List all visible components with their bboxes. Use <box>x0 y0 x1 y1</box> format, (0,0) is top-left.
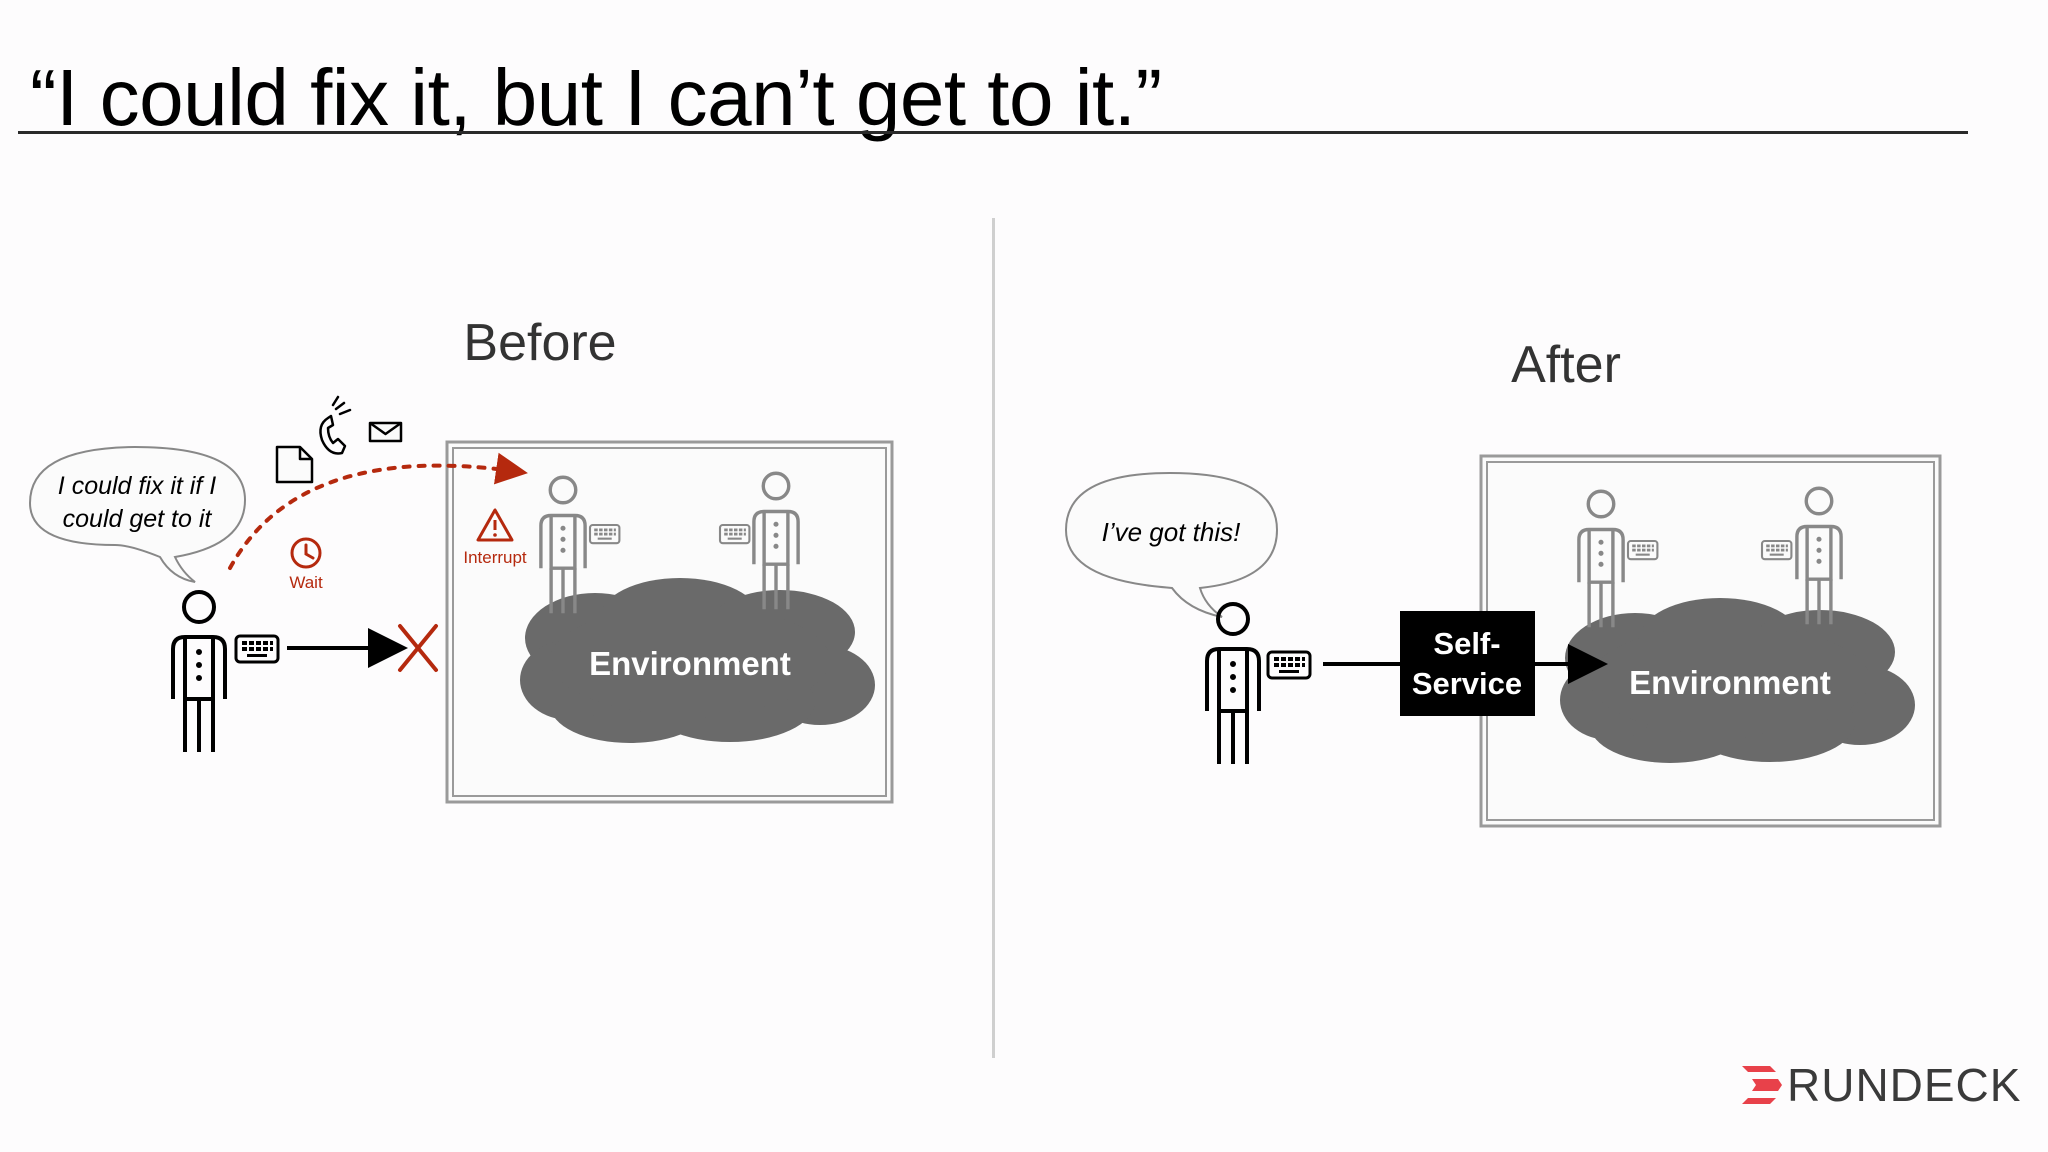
before-developer-icon <box>171 590 227 754</box>
rundeck-logo-icon <box>1742 1066 1782 1104</box>
self-service-line-1: Self- <box>1433 626 1500 661</box>
after-developer-keyboard-icon <box>1266 650 1312 680</box>
panel-divider <box>992 218 995 1058</box>
wait-clock-icon <box>290 537 322 569</box>
mail-icon <box>368 421 403 443</box>
request-path <box>228 452 528 570</box>
self-service-line-2: Service <box>1412 666 1522 701</box>
document-icon <box>275 445 314 484</box>
before-speech-line-1: I could fix it if I <box>58 472 216 500</box>
interrupt-warning-icon <box>476 508 514 542</box>
after-developer-icon <box>1205 602 1261 766</box>
before-environment-label: Environment <box>589 645 791 682</box>
interrupt-label: Interrupt <box>463 548 527 567</box>
blocked-x-icon <box>398 624 438 672</box>
slide-title: “I could fix it, but I can’t get to it.” <box>30 53 1162 142</box>
before-developer-keyboard-icon <box>234 634 280 664</box>
before-speech-line-2: could get to it <box>63 505 213 533</box>
after-speech-bubble <box>1064 471 1279 618</box>
before-speech-bubble <box>28 445 247 583</box>
before-heading: Before <box>463 314 616 372</box>
phone-icon <box>319 395 352 455</box>
wait-label: Wait <box>289 573 323 592</box>
rundeck-logo-text: RUNDECK <box>1787 1059 2022 1111</box>
title-underline <box>18 131 1968 134</box>
after-heading: After <box>1511 336 1621 394</box>
after-environment-label: Environment <box>1629 664 1831 701</box>
self-service-box <box>1400 611 1535 716</box>
after-speech-text: I’ve got this! <box>1102 517 1241 547</box>
